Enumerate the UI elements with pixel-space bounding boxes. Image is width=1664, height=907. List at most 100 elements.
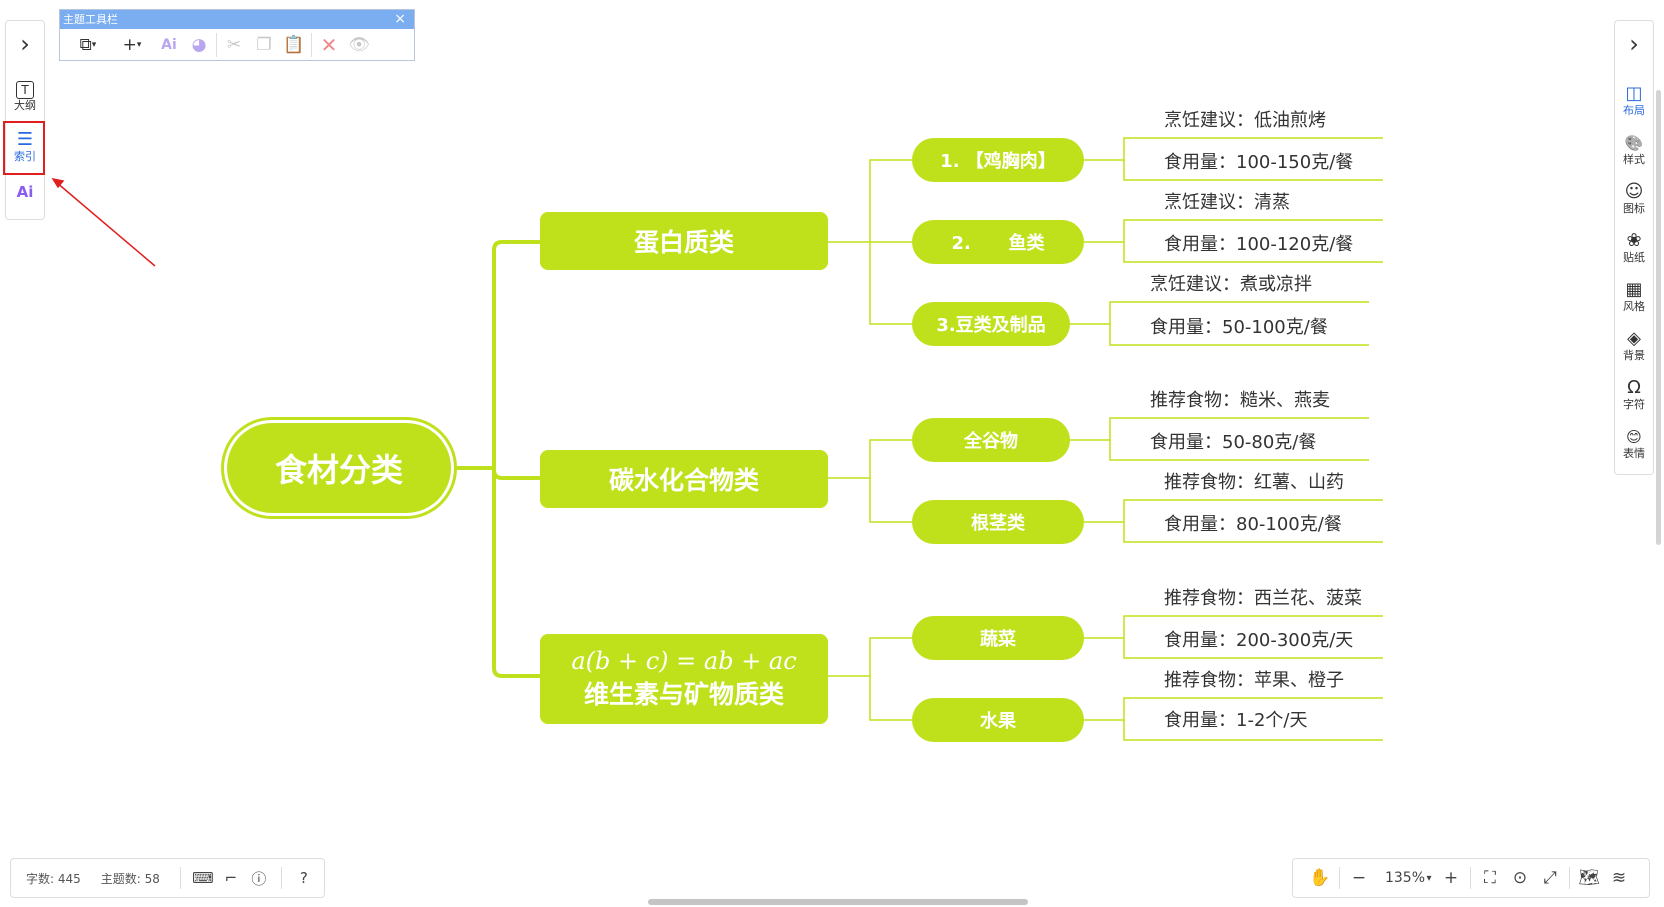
layers-icon[interactable]: ≋ <box>1611 868 1627 888</box>
info-icon[interactable]: ⓘ <box>251 869 267 888</box>
fit-screen-icon[interactable]: ⛶ <box>1484 868 1496 888</box>
emoji-icon: 😊 <box>1626 428 1642 446</box>
leaf-text[interactable]: 推荐食物：红薯、山药 <box>1164 472 1344 493</box>
leaf-text[interactable]: 推荐食物：西兰花、菠菜 <box>1164 588 1362 609</box>
topic-count: 主题数: 58 <box>100 871 160 886</box>
sidebar-item-label: 背景 <box>1623 349 1645 362</box>
sidebar-item-stickers[interactable]: ❀ 贴纸 <box>1615 226 1653 270</box>
sidebar-item-theme[interactable]: ▦ 风格 <box>1615 275 1653 319</box>
sidebar-item-outline[interactable]: T 大纲 <box>6 77 44 117</box>
delete-icon[interactable]: ✕ <box>320 32 338 57</box>
theme-toolbar-title-text: 主题工具栏 <box>63 13 118 26</box>
leaf-text[interactable]: 食用量：100-150克/餐 <box>1164 152 1354 173</box>
sidebar-item-label: 索引 <box>14 150 36 163</box>
sidebar-item-label: 贴纸 <box>1623 251 1645 264</box>
locate-icon[interactable]: ⊙ <box>1512 868 1528 888</box>
zoom-level[interactable]: 135% <box>1384 870 1426 886</box>
sidebar-item-layout[interactable]: ◫ 布局 <box>1615 79 1653 123</box>
leaf-text[interactable]: 食用量：50-100克/餐 <box>1150 317 1328 338</box>
sidebar-item-label: 表情 <box>1623 447 1645 460</box>
leaf-text[interactable]: 烹饪建议：煮或凉拌 <box>1150 274 1312 295</box>
expand-left-button[interactable]: › <box>6 31 44 57</box>
fullscreen-icon[interactable]: ⤢ <box>1543 868 1557 888</box>
leaf-text[interactable]: 食用量：200-300克/天 <box>1164 630 1354 651</box>
copy-icon[interactable]: ❐ <box>256 34 272 55</box>
theme-toolbar: 主题工具栏 × ⧉▾ +▾ Ai ◕ ✂ ❐ 📋 ✕ 👁 <box>59 9 415 61</box>
leaf-text[interactable]: 烹饪建议：清蒸 <box>1164 192 1290 213</box>
annotation-arrow <box>51 177 156 267</box>
sidebar-item-characters[interactable]: Ω 字符 <box>1615 373 1653 417</box>
sidebar-item-background[interactable]: ◈ 背景 <box>1615 324 1653 368</box>
layers-icon: ◈ <box>1627 328 1641 349</box>
sidebar-item-index[interactable]: ☰ 索引 <box>6 125 44 169</box>
sidebar-item-ai[interactable]: Ai <box>6 177 44 207</box>
zoom-in-button[interactable]: + <box>1443 868 1459 888</box>
sidebar-item-label: 图标 <box>1623 202 1645 215</box>
status-bar: 字数: 445 主题数: 58 ⌨ ⌐ ⓘ ? <box>10 858 325 898</box>
left-sidebar: › T 大纲 ☰ 索引 Ai <box>5 20 45 220</box>
chevron-down-icon[interactable]: ▾ <box>1426 872 1432 884</box>
root-node[interactable]: 食材分类 <box>227 423 451 513</box>
branch-protein[interactable]: 蛋白质类 <box>540 212 828 270</box>
sidebar-item-label: 样式 <box>1623 153 1645 166</box>
status-divider <box>280 867 282 889</box>
zoom-divider <box>1470 867 1471 889</box>
palette-icon[interactable]: ◕ <box>191 34 207 55</box>
vertical-scrollbar[interactable] <box>1656 90 1661 545</box>
zoom-bar: ✋ − 135% ▾ + ⛶ ⊙ ⤢ 🗺 ≋ <box>1292 858 1650 898</box>
leaf-text[interactable]: 食用量：80-100克/餐 <box>1164 514 1342 535</box>
branch-vitamins[interactable]: a(b + c) = ab + ac 维生素与矿物质类 <box>540 634 828 724</box>
structure-icon[interactable]: ⌐ <box>224 869 238 887</box>
toolbar-divider <box>216 32 217 57</box>
word-count: 字数: 445 <box>26 871 81 886</box>
omega-icon: Ω <box>1627 377 1641 398</box>
sidebar-item-label: 布局 <box>1623 104 1645 117</box>
sidebar-item-label: 风格 <box>1623 300 1645 313</box>
sub-whole-grain[interactable]: 全谷物 <box>912 418 1070 462</box>
keyboard-icon[interactable]: ⌨ <box>192 869 214 887</box>
sub-fish[interactable]: 2. 鱼类 <box>912 220 1084 264</box>
sidebar-item-emoji[interactable]: 😊 表情 <box>1615 422 1653 466</box>
sidebar-item-style[interactable]: 🎨 样式 <box>1615 128 1653 172</box>
leaf-text[interactable]: 烹饪建议：低油煎烤 <box>1164 110 1326 131</box>
right-sidebar: › ◫ 布局 🎨 样式 ☺ 图标 ❀ 贴纸 ▦ 风格 ◈ 背景 Ω 字符 😊 表… <box>1614 20 1654 475</box>
paste-icon[interactable]: 📋 <box>283 34 305 55</box>
smiley-icon: ☺ <box>1624 181 1644 202</box>
sub-chicken[interactable]: 1. 【鸡胸肉】 <box>912 138 1084 182</box>
expand-right-button[interactable]: › <box>1615 31 1653 57</box>
leaf-text[interactable]: 食用量：100-120克/餐 <box>1164 234 1354 255</box>
map-icon[interactable]: 🗺 <box>1578 868 1600 888</box>
zoom-divider <box>1569 867 1570 889</box>
help-icon[interactable]: ? <box>299 869 308 887</box>
zoom-divider <box>1339 867 1340 889</box>
status-divider <box>179 867 181 889</box>
branch-carbs[interactable]: 碳水化合物类 <box>540 450 828 508</box>
leaf-text[interactable]: 食用量：50-80克/餐 <box>1150 432 1317 453</box>
cut-icon[interactable]: ✂ <box>226 34 242 55</box>
sub-beans[interactable]: 3.豆类及制品 <box>912 302 1070 346</box>
sub-vegetables[interactable]: 蔬菜 <box>912 616 1084 660</box>
index-highlight-box <box>3 121 45 175</box>
leaf-text[interactable]: 推荐食物：苹果、橙子 <box>1164 670 1344 691</box>
hand-tool-icon[interactable]: ✋ <box>1309 868 1331 888</box>
leaf-text[interactable]: 食用量：1-2个/天 <box>1164 710 1308 731</box>
add-icon[interactable]: +▾ <box>122 34 142 55</box>
zoom-out-button[interactable]: − <box>1351 868 1367 888</box>
eye-icon[interactable]: 👁 <box>348 34 370 55</box>
chevron-right-icon: › <box>20 30 30 58</box>
grid-icon: ▦ <box>1625 279 1643 300</box>
theme-toolbar-title[interactable]: 主题工具栏 × <box>60 10 414 29</box>
ai-icon[interactable]: Ai <box>161 36 177 53</box>
sub-fruit[interactable]: 水果 <box>912 698 1084 742</box>
sidebar-item-icons[interactable]: ☺ 图标 <box>1615 177 1653 221</box>
flower-icon: ❀ <box>1626 230 1642 251</box>
sub-root-veg[interactable]: 根茎类 <box>912 500 1084 544</box>
palette-icon: 🎨 <box>1624 134 1644 152</box>
layout-icon: ◫ <box>1625 83 1643 104</box>
horizontal-scrollbar[interactable] <box>648 899 1028 905</box>
close-icon[interactable]: × <box>394 11 406 27</box>
leaf-text[interactable]: 推荐食物：糙米、燕麦 <box>1150 390 1330 411</box>
copy-style-icon[interactable]: ⧉▾ <box>79 34 97 55</box>
sidebar-item-label: 字符 <box>1623 398 1645 411</box>
